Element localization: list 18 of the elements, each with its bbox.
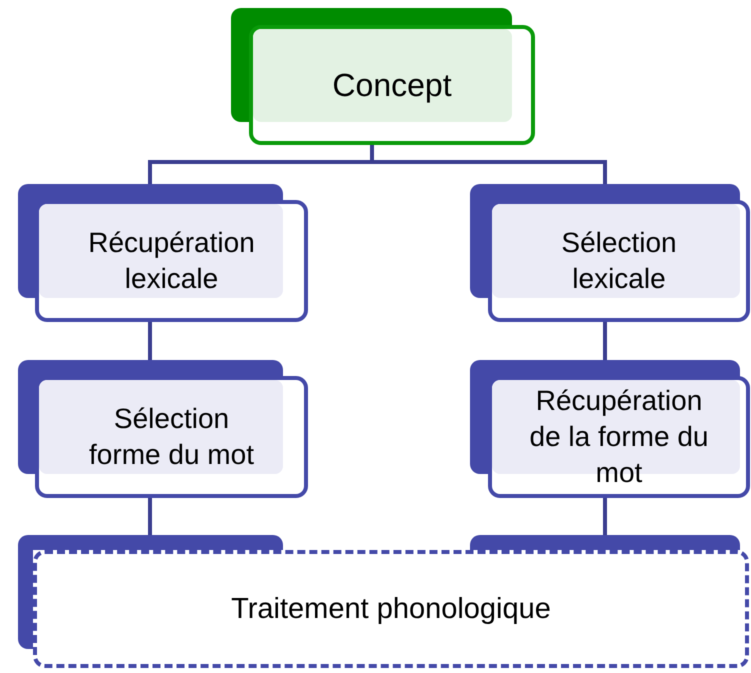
connector-line — [148, 498, 152, 535]
connector-line — [603, 322, 607, 360]
back-tab — [18, 535, 283, 550]
back-tab — [470, 535, 740, 550]
box-label: Sélection forme du mot — [88, 402, 255, 472]
box-label: Récupération de la forme du mot — [528, 384, 710, 490]
box-label: Sélection lexicale — [560, 226, 678, 296]
stacked-process-box — [18, 184, 308, 322]
connector-line — [603, 498, 607, 535]
connector-line — [370, 145, 607, 184]
stacked-process-box — [470, 360, 750, 498]
box-label: Concept — [332, 66, 452, 104]
box-label: Récupération lexicale — [87, 226, 256, 296]
stacked-process-box — [18, 360, 308, 498]
connector-line — [148, 322, 152, 360]
box-label: Traitement phonologique — [231, 592, 551, 626]
stacked-process-box — [470, 184, 750, 322]
stacked-process-box — [231, 8, 535, 145]
